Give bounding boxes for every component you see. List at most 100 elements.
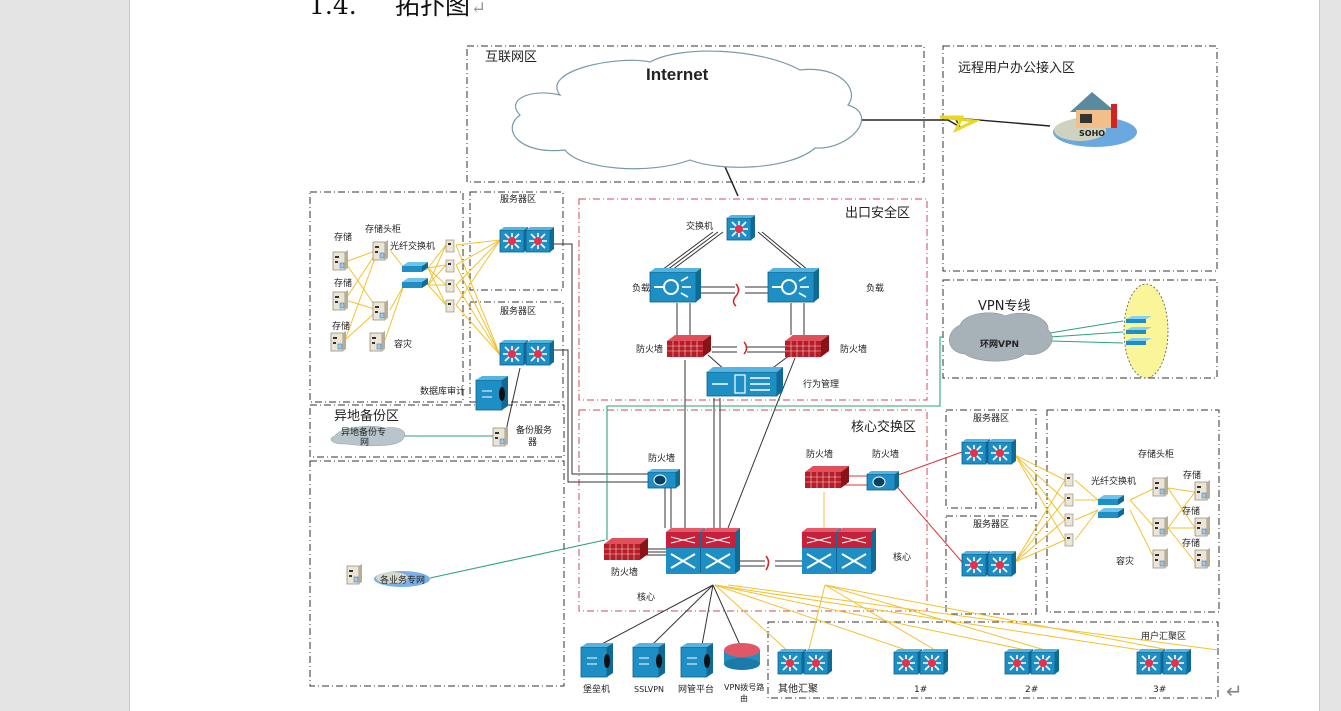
zone-server-right-top-box <box>945 409 1037 509</box>
agg-2-label: 2# <box>1025 685 1038 695</box>
storage-l1-label: 存储 <box>334 231 352 243</box>
core-switch-right-icon <box>802 528 876 574</box>
lb-right-label: 负载 <box>866 282 884 294</box>
storage-r1-icon <box>1194 479 1211 501</box>
storage-r2-label: 存储 <box>1182 505 1200 517</box>
storage-l2-label: 存储 <box>334 277 352 289</box>
load-balancer-right-icon <box>767 267 820 303</box>
agg-1-icon <box>894 649 948 674</box>
agg-3-label: 3# <box>1153 685 1166 695</box>
dr-left-icon <box>369 330 386 352</box>
core-switch-left-icon <box>666 528 740 574</box>
zone-storage-right-box <box>1046 409 1220 613</box>
db-audit-label: 数据库审计 <box>420 385 465 397</box>
backup-cloud <box>330 425 406 447</box>
storage-head-left-label: 存储头柜 <box>365 223 401 235</box>
zone-label-server-lt: 服务器区 <box>500 193 536 205</box>
vpn-router-label-2: 由 <box>740 693 748 703</box>
firewall-left-icon <box>666 334 712 358</box>
backup-cloud-label-1: 异地备份专 <box>341 426 386 438</box>
zone-label-egress: 出口安全区 <box>845 205 910 221</box>
zone-server-left-bottom-box <box>469 301 564 403</box>
server-switch-left-bottom-icon <box>500 340 554 365</box>
host-icon <box>1064 493 1074 507</box>
zone-label-user-agg: 用户汇聚区 <box>1141 630 1186 642</box>
storage-head-l2-icon <box>372 299 389 321</box>
fc-switch-left-label: 光纤交换机 <box>390 240 435 252</box>
storage-l2-icon <box>332 289 349 311</box>
storage-r1-label: 存储 <box>1183 469 1201 481</box>
storage-head-r2-icon <box>1152 515 1169 537</box>
agg-3-icon <box>1137 649 1191 674</box>
zone-remote-box <box>942 45 1218 272</box>
vpn-cloud <box>949 312 1053 362</box>
host-icon <box>445 279 455 293</box>
host-icon <box>445 239 455 253</box>
backup-server-icon <box>492 425 509 447</box>
core-right-label: 核心 <box>893 551 911 563</box>
core-firewall-left-icon <box>603 537 649 561</box>
zone-backup-box <box>309 404 565 458</box>
paragraph-mark-icon: ↵ <box>471 0 487 19</box>
vpn-router-label-1: VPN拨号路 <box>724 682 764 692</box>
core-fw-left-label: 防火墙 <box>611 566 638 578</box>
host-icon <box>445 259 455 273</box>
egress-switch-label: 交换机 <box>686 220 713 232</box>
sslvpn-label: SSLVPN <box>634 685 664 694</box>
zone-label-remote: 远程用户办公接入区 <box>958 60 1075 76</box>
backup-server-label-1: 备份服务 <box>516 424 552 436</box>
fc-switch-right-label: 光纤交换机 <box>1091 475 1136 487</box>
db-audit-icon <box>475 375 509 411</box>
fw-left-label: 防火墙 <box>636 343 663 355</box>
host-icon <box>1064 533 1074 547</box>
agg-other-label: 其他汇聚 <box>778 682 818 695</box>
internet-cloud <box>511 50 863 170</box>
zone-server-left-top-box <box>469 191 564 291</box>
zone-label-server-rt: 服务器区 <box>973 412 1009 424</box>
soho-label: SOHO <box>1079 129 1105 138</box>
vpn-router-icon <box>724 643 760 670</box>
fc-switch-left-a-icon <box>402 262 428 272</box>
server-switch-left-top-icon <box>500 227 554 252</box>
zone-server-right-bottom-box <box>945 515 1037 615</box>
load-balancer-left-icon <box>649 267 702 303</box>
storage-l3-icon <box>330 330 347 352</box>
zone-label-core: 核心交换区 <box>851 419 916 435</box>
storage-r2-icon <box>1194 515 1211 537</box>
storage-l3-label: 存储 <box>332 320 350 332</box>
sslvpn-icon <box>632 642 666 678</box>
internet-cloud-label: Internet <box>646 65 709 84</box>
zone-label-vpn: VPN专线 <box>978 299 1030 314</box>
nms-icon <box>680 642 714 678</box>
storage-l1-icon <box>332 249 349 271</box>
zone-internet-box <box>466 45 925 183</box>
vpn-cloud-label: 环网VPN <box>980 339 1019 350</box>
agg-2-icon <box>1005 649 1059 674</box>
dr-right-icon <box>1152 547 1169 569</box>
host-icon <box>445 299 455 313</box>
zone-label-server-lb: 服务器区 <box>500 305 536 317</box>
business-server-icon <box>346 563 363 585</box>
agg-other-icon <box>778 649 832 674</box>
behavior-label: 行为管理 <box>803 378 839 390</box>
heading-number: 1.4. <box>309 0 357 20</box>
fc-switch-right-a-icon <box>1098 495 1124 505</box>
zone-user-agg-box <box>767 621 1219 699</box>
storage-r3-icon <box>1194 547 1211 569</box>
dr-left-label: 容灾 <box>394 338 412 350</box>
core-fw-top-label: 防火墙 <box>648 452 675 464</box>
host-icon <box>1064 473 1074 487</box>
dr-right-label: 容灾 <box>1116 555 1134 567</box>
soho-icon <box>1053 92 1137 147</box>
zone-core-box <box>578 409 928 612</box>
storage-head-l1-icon <box>372 239 389 261</box>
core-ids-left-icon <box>647 468 681 489</box>
core-ids-r2-icon <box>866 470 900 491</box>
core-firewall-r1-icon <box>804 465 850 489</box>
lb-left-label: 负载 <box>632 282 650 294</box>
zone-label-backup: 异地备份区 <box>334 408 399 424</box>
zone-label-internet: 互联网区 <box>485 50 537 65</box>
business-cloud-label: 各业务专网 <box>380 574 425 586</box>
zone-business-box <box>309 460 565 687</box>
